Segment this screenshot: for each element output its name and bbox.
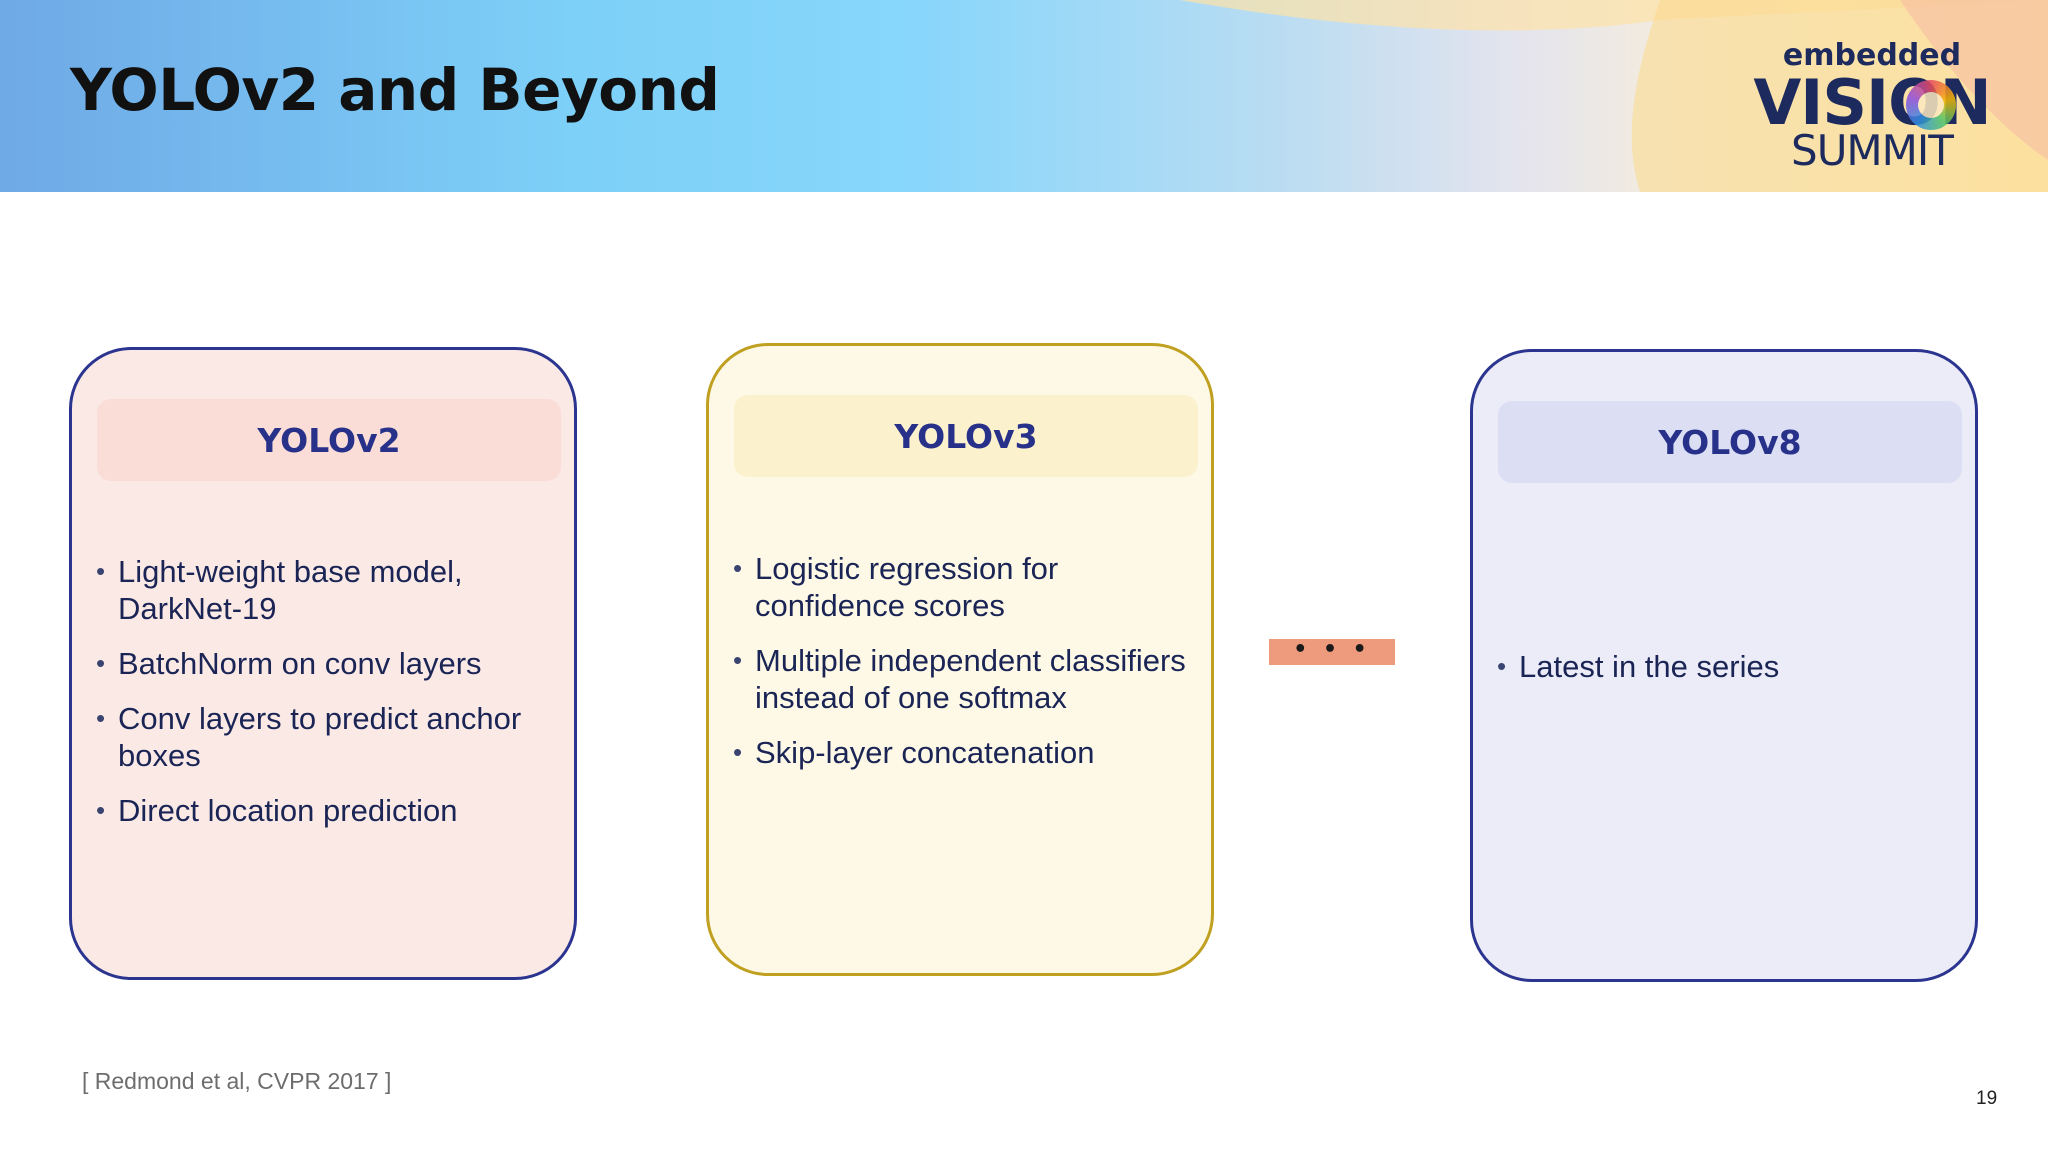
yolov3-bullet-list: Logistic regression for confidence score… [733,550,1203,789]
bullet-item: Skip-layer concatenation [733,734,1203,771]
bullet-item: Multiple independent classifiers instead… [733,642,1203,716]
yolov3-box: YOLOv3 Logistic regression for confidenc… [706,343,1214,976]
bullet-item: BatchNorm on conv layers [96,645,546,682]
bullet-item: Direct location prediction [96,792,546,829]
page-number: 19 [1976,1088,1998,1109]
slide-title: YOLOv2 and Beyond [70,56,720,124]
embedded-vision-summit-logo: embedded VISION SUMMIT [1752,38,1992,175]
bullet-item: Logistic regression for confidence score… [733,550,1203,624]
yolov8-heading: YOLOv8 [1498,401,1962,483]
citation: [ Redmond et al, CVPR 2017 ] [82,1068,392,1094]
bullet-item: Conv layers to predict anchor boxes [96,700,546,774]
yolov3-heading: YOLOv3 [734,395,1198,477]
yolov2-heading: YOLOv2 [97,399,561,481]
bullet-item: Light-weight base model, DarkNet-19 [96,553,546,627]
logo-line-3: SUMMIT [1791,126,1954,175]
bullet-item: Latest in the series [1497,648,1947,685]
yolov2-bullet-list: Light-weight base model, DarkNet-19 Batc… [96,553,546,847]
yolov8-bullet-list: Latest in the series [1497,648,1947,703]
header-banner: YOLOv2 and Beyond embedded VISION SUMMIT [0,0,2048,192]
logo-line-1: embedded [1782,38,1962,73]
yolov8-box: YOLOv8 Latest in the series [1470,349,1978,982]
yolov2-box: YOLOv2 Light-weight base model, DarkNet-… [69,347,577,980]
ellipsis-connector: • • • [1269,639,1395,665]
logo-ring-icon [1906,80,1956,130]
